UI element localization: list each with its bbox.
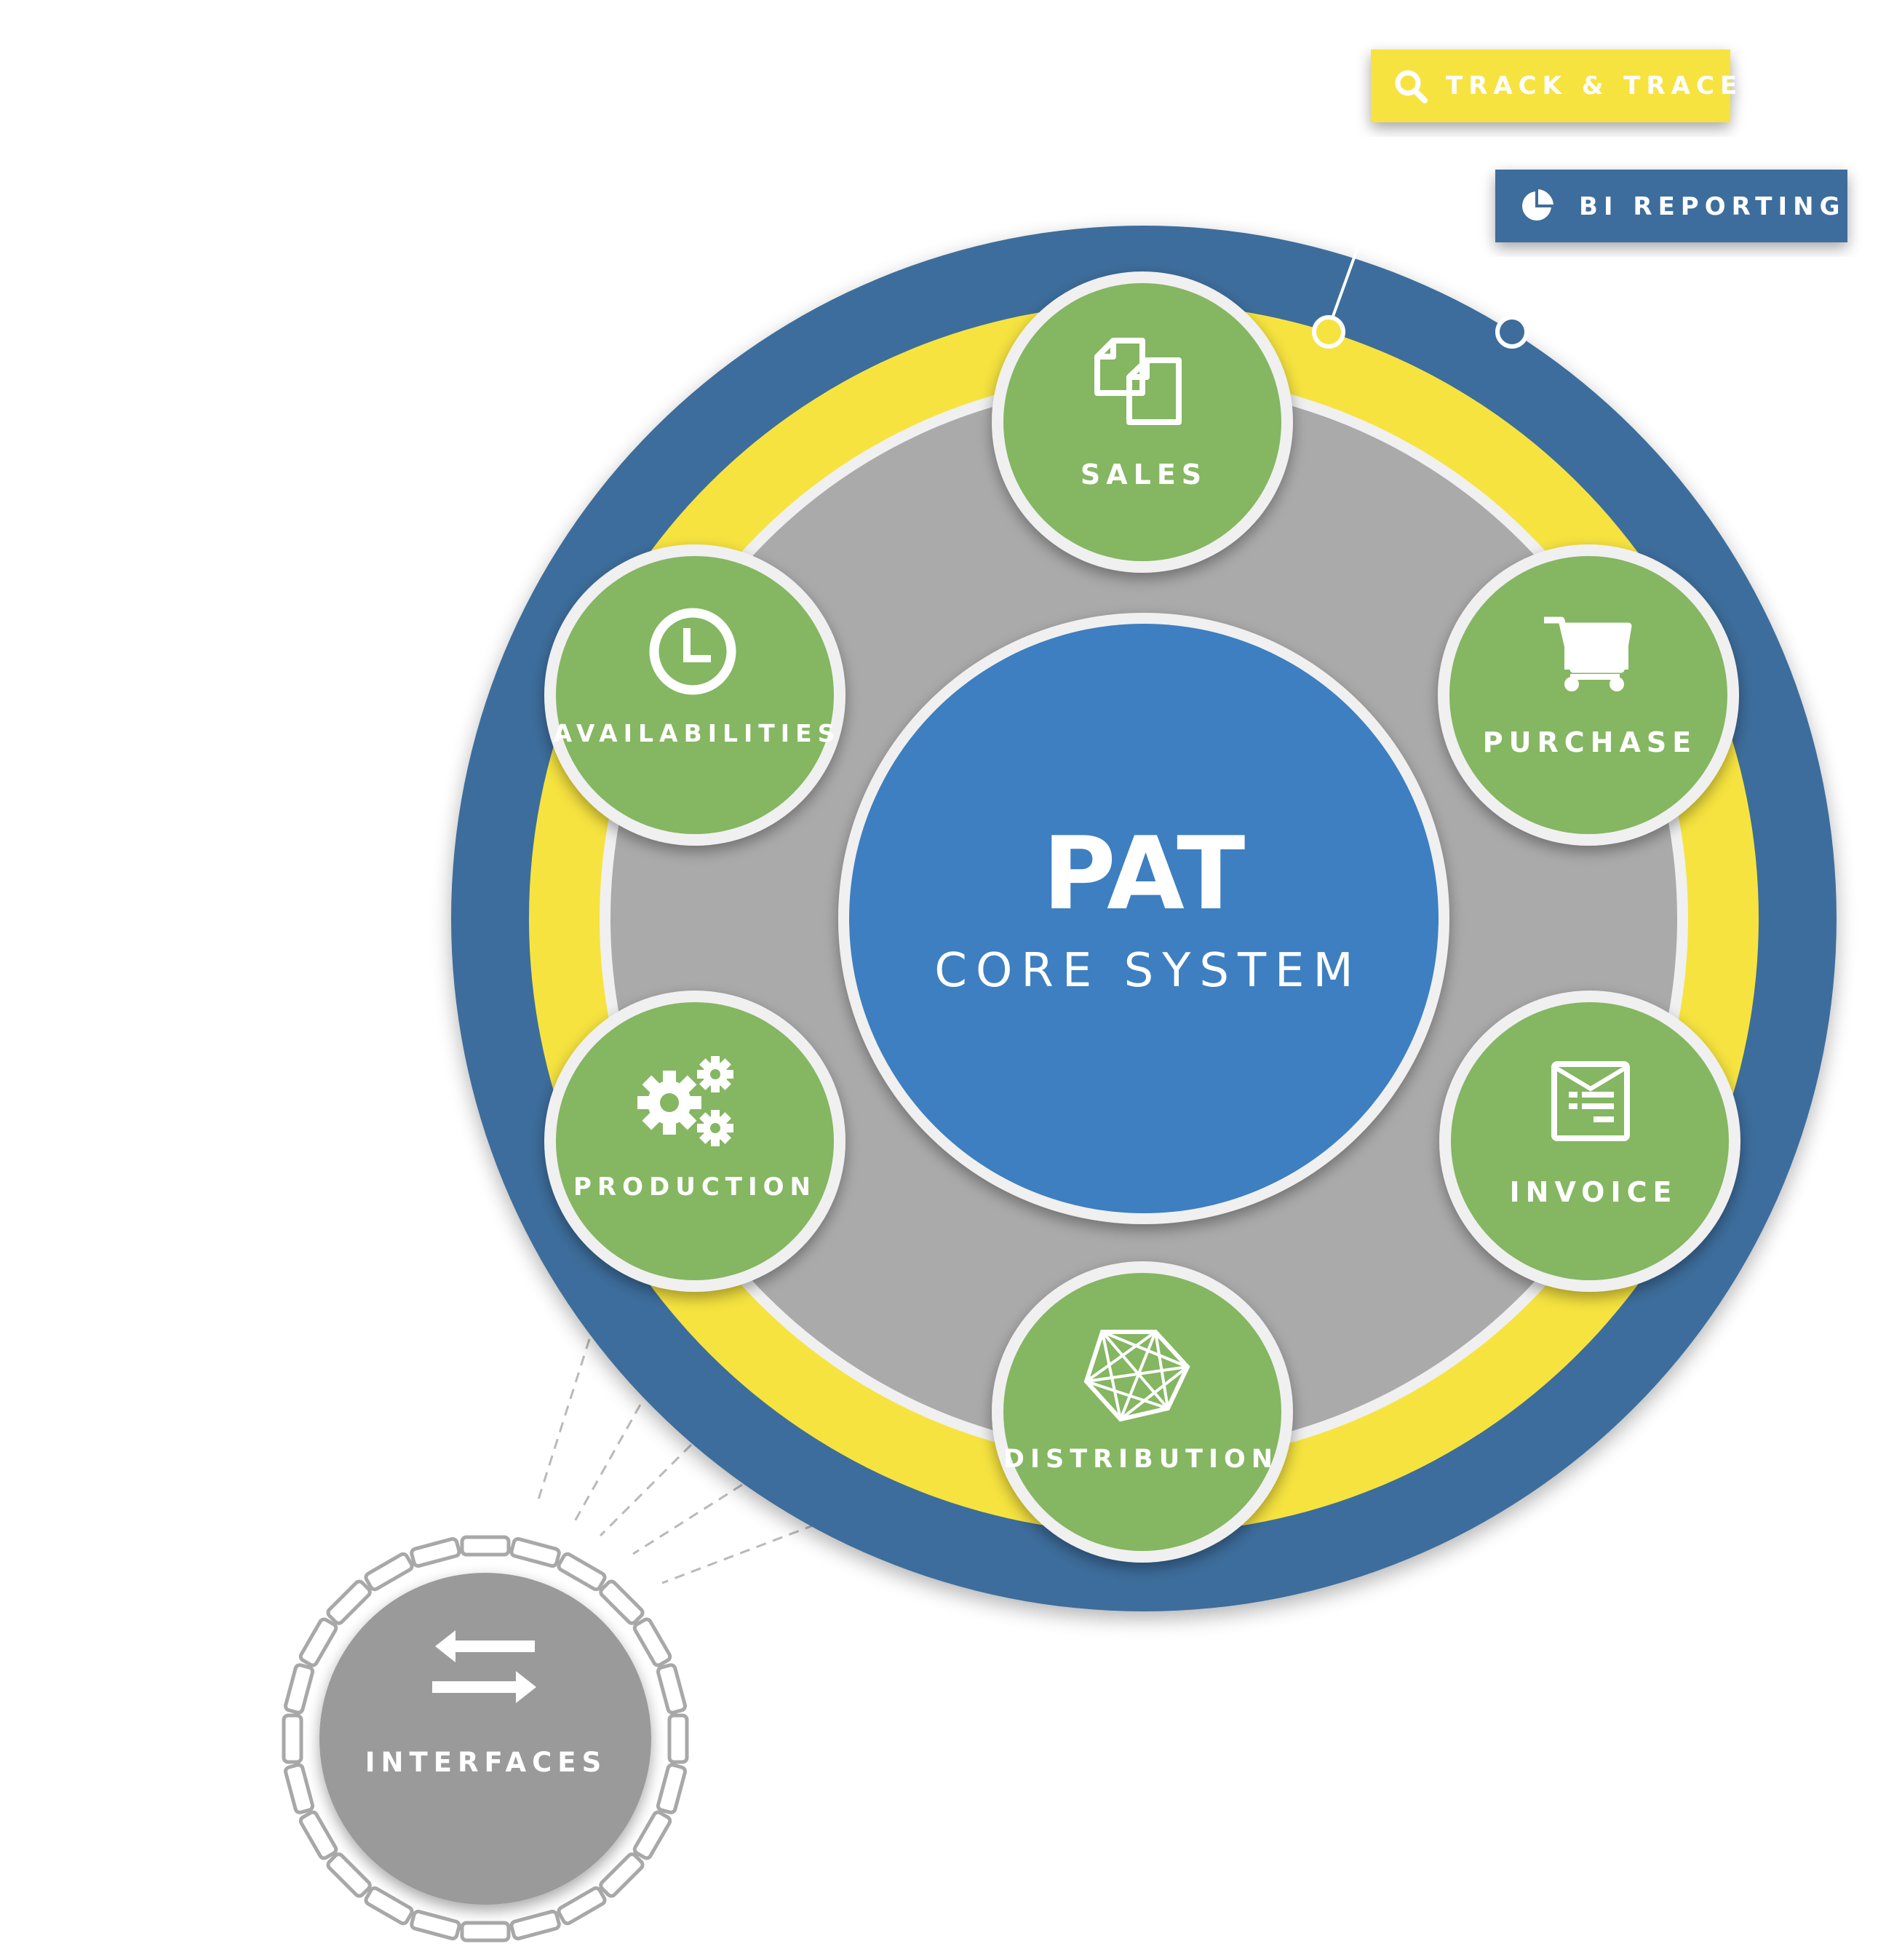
interfaces-ring-segment <box>632 1617 672 1667</box>
module-label-purchase: PURCHASE <box>1483 726 1697 758</box>
documents-icon <box>1094 338 1182 425</box>
module-label-production: PRODUCTION <box>573 1173 816 1202</box>
interfaces-ring-segment <box>284 1763 315 1814</box>
interfaces-ring-segment <box>410 1537 461 1568</box>
interfaces-ring-segment <box>298 1810 338 1860</box>
module-sales[interactable]: SALES <box>992 271 1293 573</box>
interfaces-ring-segment <box>632 1810 672 1860</box>
interfaces-ring-segment <box>364 1886 414 1926</box>
invoice-icon <box>1551 1061 1630 1141</box>
interfaces-label: INTERFACES <box>365 1747 607 1778</box>
interfaces-ring-segment <box>326 1579 372 1625</box>
interfaces-ring-segment <box>656 1763 687 1814</box>
module-label-invoice: INVOICE <box>1510 1176 1678 1208</box>
core-system: PAT CORE SYSTEM <box>838 613 1449 1224</box>
interfaces-ring-segment <box>326 1852 372 1898</box>
interfaces-ring-segment <box>364 1552 414 1592</box>
interfaces-ring-segment <box>509 1537 561 1568</box>
interfaces-ring-segment <box>599 1579 645 1625</box>
interfaces-ring-segment <box>557 1886 607 1926</box>
module-availabilities[interactable]: AVAILABILITIES <box>544 544 845 846</box>
interfaces-ring-segment <box>460 1535 511 1557</box>
interfaces-ring-segment <box>557 1552 607 1592</box>
core-subtitle: CORE SYSTEM <box>934 944 1361 998</box>
interfaces-ring-segment <box>460 1921 511 1943</box>
module-distribution[interactable]: DISTRIBUTION <box>992 1261 1293 1563</box>
callout-label-bi-reporting: BI REPORTING <box>1579 192 1846 221</box>
interfaces-node[interactable]: INTERFACES <box>282 1535 689 1943</box>
clock-icon <box>649 608 736 695</box>
swap-arrows-icon <box>432 1630 536 1703</box>
network-icon <box>1083 1330 1190 1422</box>
interfaces-ring-segment <box>298 1617 338 1667</box>
module-label-distribution: DISTRIBUTION <box>1003 1445 1278 1474</box>
callout-label-track-trace: TRACK & TRACE <box>1446 71 1743 100</box>
bi-reporting-pin <box>1495 242 1550 349</box>
interfaces-dashed-ring <box>282 1535 689 1943</box>
interfaces-ring-segment <box>509 1909 561 1940</box>
interfaces-ring-segment <box>667 1713 689 1764</box>
interfaces-connectors <box>537 1338 816 1584</box>
core-title: PAT <box>1043 815 1246 932</box>
module-label-sales: SALES <box>1081 459 1207 491</box>
module-label-availabilities: AVAILABILITIES <box>554 719 841 747</box>
module-purchase[interactable]: PURCHASE <box>1438 544 1739 846</box>
interfaces-ring-segment <box>410 1909 461 1940</box>
module-invoice[interactable]: INVOICE <box>1439 991 1740 1292</box>
callout-track-trace: TRACK & TRACE <box>1371 49 1743 122</box>
callout-bi-reporting: BI REPORTING <box>1495 170 1847 242</box>
module-production[interactable]: PRODUCTION <box>544 991 845 1292</box>
search-icon <box>1395 70 1428 103</box>
interfaces-ring-segment <box>282 1713 303 1764</box>
track-trace-pin <box>1312 122 1404 349</box>
interfaces-ring-segment <box>656 1663 687 1715</box>
gears-icon <box>637 1056 733 1146</box>
interfaces-ring-segment <box>599 1852 645 1898</box>
interfaces-ring-segment <box>284 1663 315 1715</box>
pie-chart-icon <box>1522 186 1557 221</box>
cart-icon <box>1544 616 1632 691</box>
